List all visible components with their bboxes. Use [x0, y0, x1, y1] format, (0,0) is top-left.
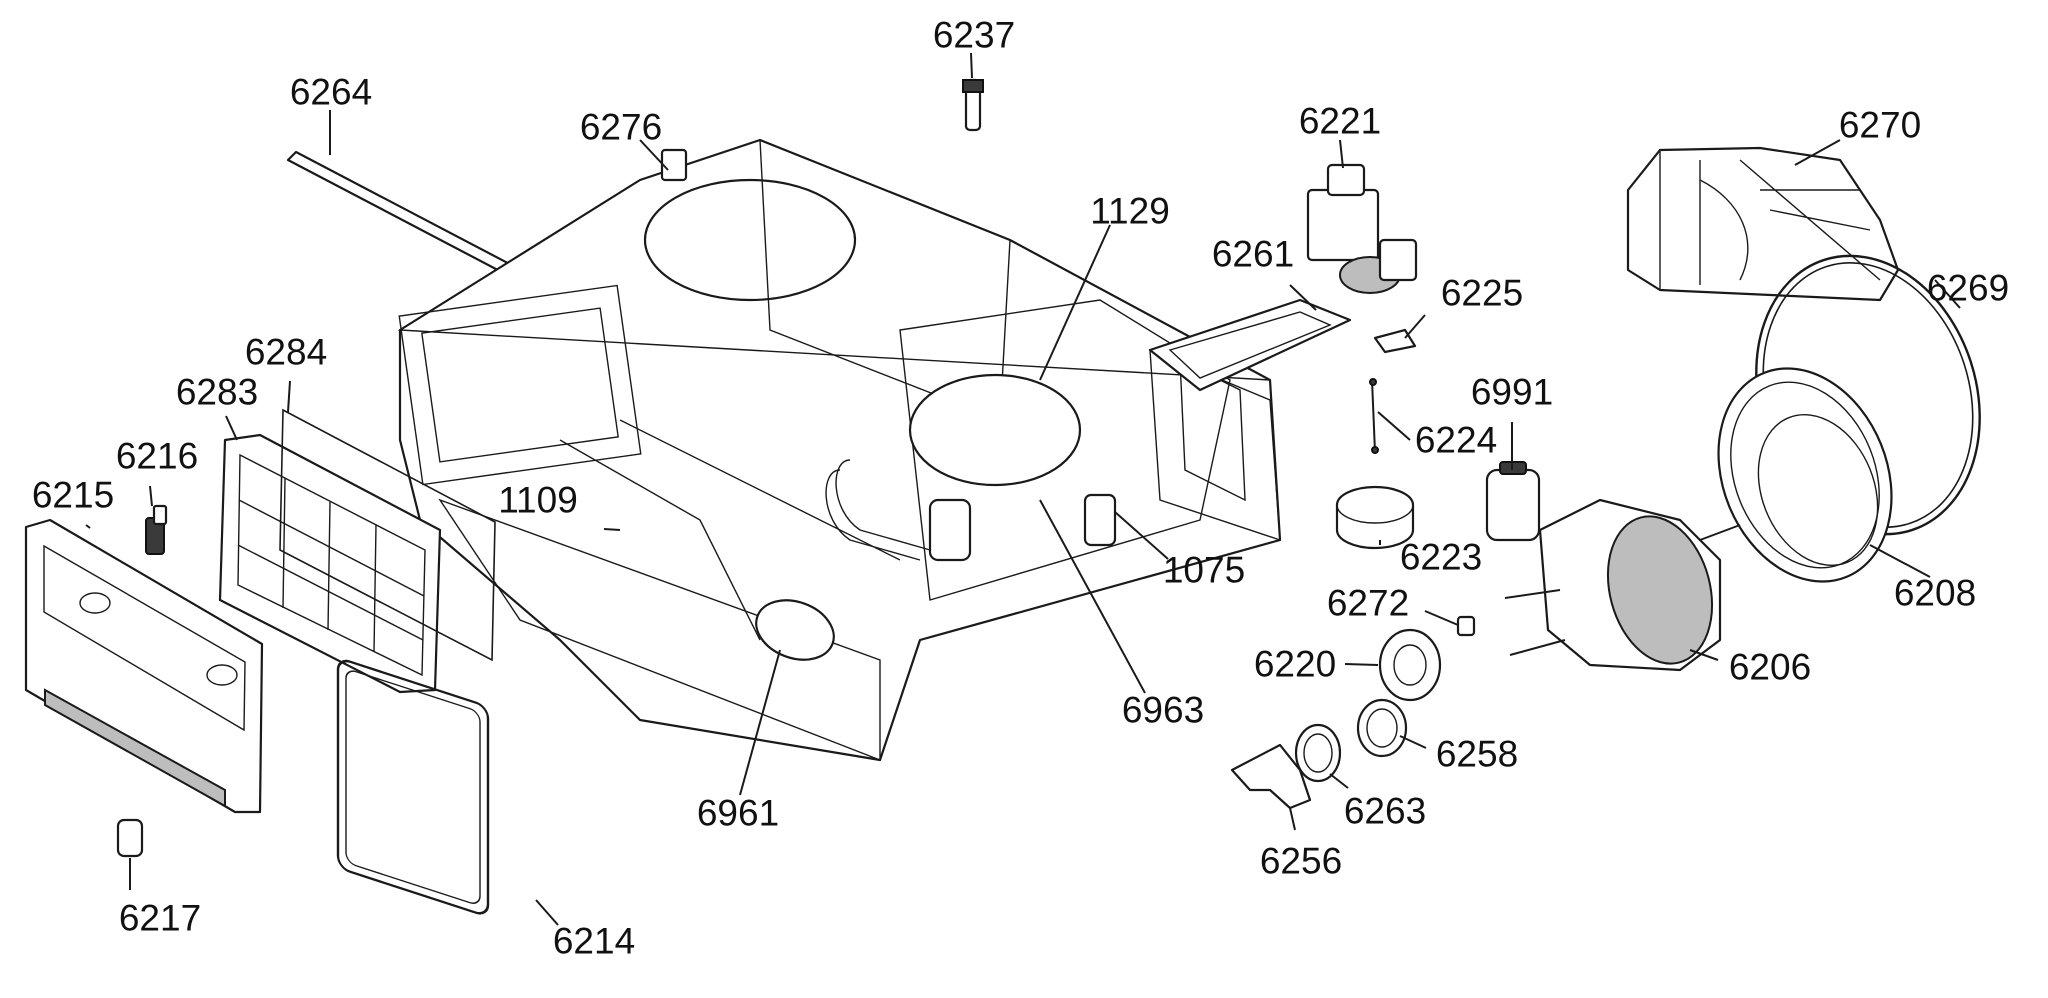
part-6270-fan-housing [1626, 146, 1900, 302]
leader-lines [85, 52, 1961, 926]
callout-6206: 6206 [1728, 646, 1812, 688]
callout-6270: 6270 [1838, 104, 1922, 146]
part-6261-tray [1148, 298, 1352, 392]
callout-6225: 6225 [1440, 272, 1524, 314]
part-6258-ring [1356, 698, 1408, 758]
callout-6208: 6208 [1893, 572, 1977, 614]
part-6208-fan-wheel [1717, 367, 1893, 583]
part-main-housing [397, 138, 1282, 762]
part-6237-sensor [962, 78, 984, 132]
callout-6264: 6264 [289, 71, 373, 113]
callout-6224: 6224 [1414, 419, 1498, 461]
callout-1129: 1129 [1090, 190, 1170, 232]
callout-6276: 6276 [579, 106, 663, 148]
callout-6261: 6261 [1211, 233, 1295, 275]
part-6216-clip [145, 504, 168, 555]
callout-6215: 6215 [31, 474, 115, 516]
callout-6272: 6272 [1326, 582, 1410, 624]
part-6283-filter-grid [218, 433, 442, 694]
callout-6258: 6258 [1435, 733, 1519, 775]
part-6215-front-panel [24, 518, 264, 814]
part-6961-duct [755, 599, 835, 661]
part-6217-knob [116, 818, 144, 858]
part-6272-plug [1456, 615, 1476, 637]
part-6223-cap [1335, 485, 1415, 550]
part-6263-ring [1294, 723, 1342, 783]
part-6220-bearing [1378, 628, 1442, 702]
callout-6283: 6283 [175, 371, 259, 413]
callout-6269: 6269 [1926, 267, 2010, 309]
callout-1075: 1075 [1162, 549, 1246, 591]
part-6276-clip [660, 148, 688, 182]
callout-6963: 6963 [1121, 689, 1205, 731]
callout-6214: 6214 [552, 920, 636, 962]
callout-6961: 6961 [696, 792, 780, 834]
part-6224-rod [1369, 378, 1379, 454]
part-6284-filter-sheet [279, 408, 496, 662]
callout-6217: 6217 [118, 897, 202, 939]
callout-6216: 6216 [115, 435, 199, 477]
part-6221-valve [1306, 163, 1418, 294]
callout-6223: 6223 [1399, 536, 1483, 578]
callout-6221: 6221 [1298, 100, 1382, 142]
callout-1109: 1109 [498, 479, 578, 521]
callout-6991: 6991 [1470, 371, 1554, 413]
callout-6220: 6220 [1253, 643, 1337, 685]
part-6225-bracket [1373, 328, 1417, 354]
part-6214-seal [336, 659, 490, 915]
callout-6237: 6237 [932, 14, 1016, 56]
part-6991-capacitor [1485, 461, 1541, 542]
part-6206-motor [1504, 498, 1741, 672]
callout-6256: 6256 [1259, 840, 1343, 882]
part-6256-bracket [1230, 743, 1312, 810]
callout-6263: 6263 [1343, 790, 1427, 832]
callout-6284: 6284 [244, 331, 328, 373]
